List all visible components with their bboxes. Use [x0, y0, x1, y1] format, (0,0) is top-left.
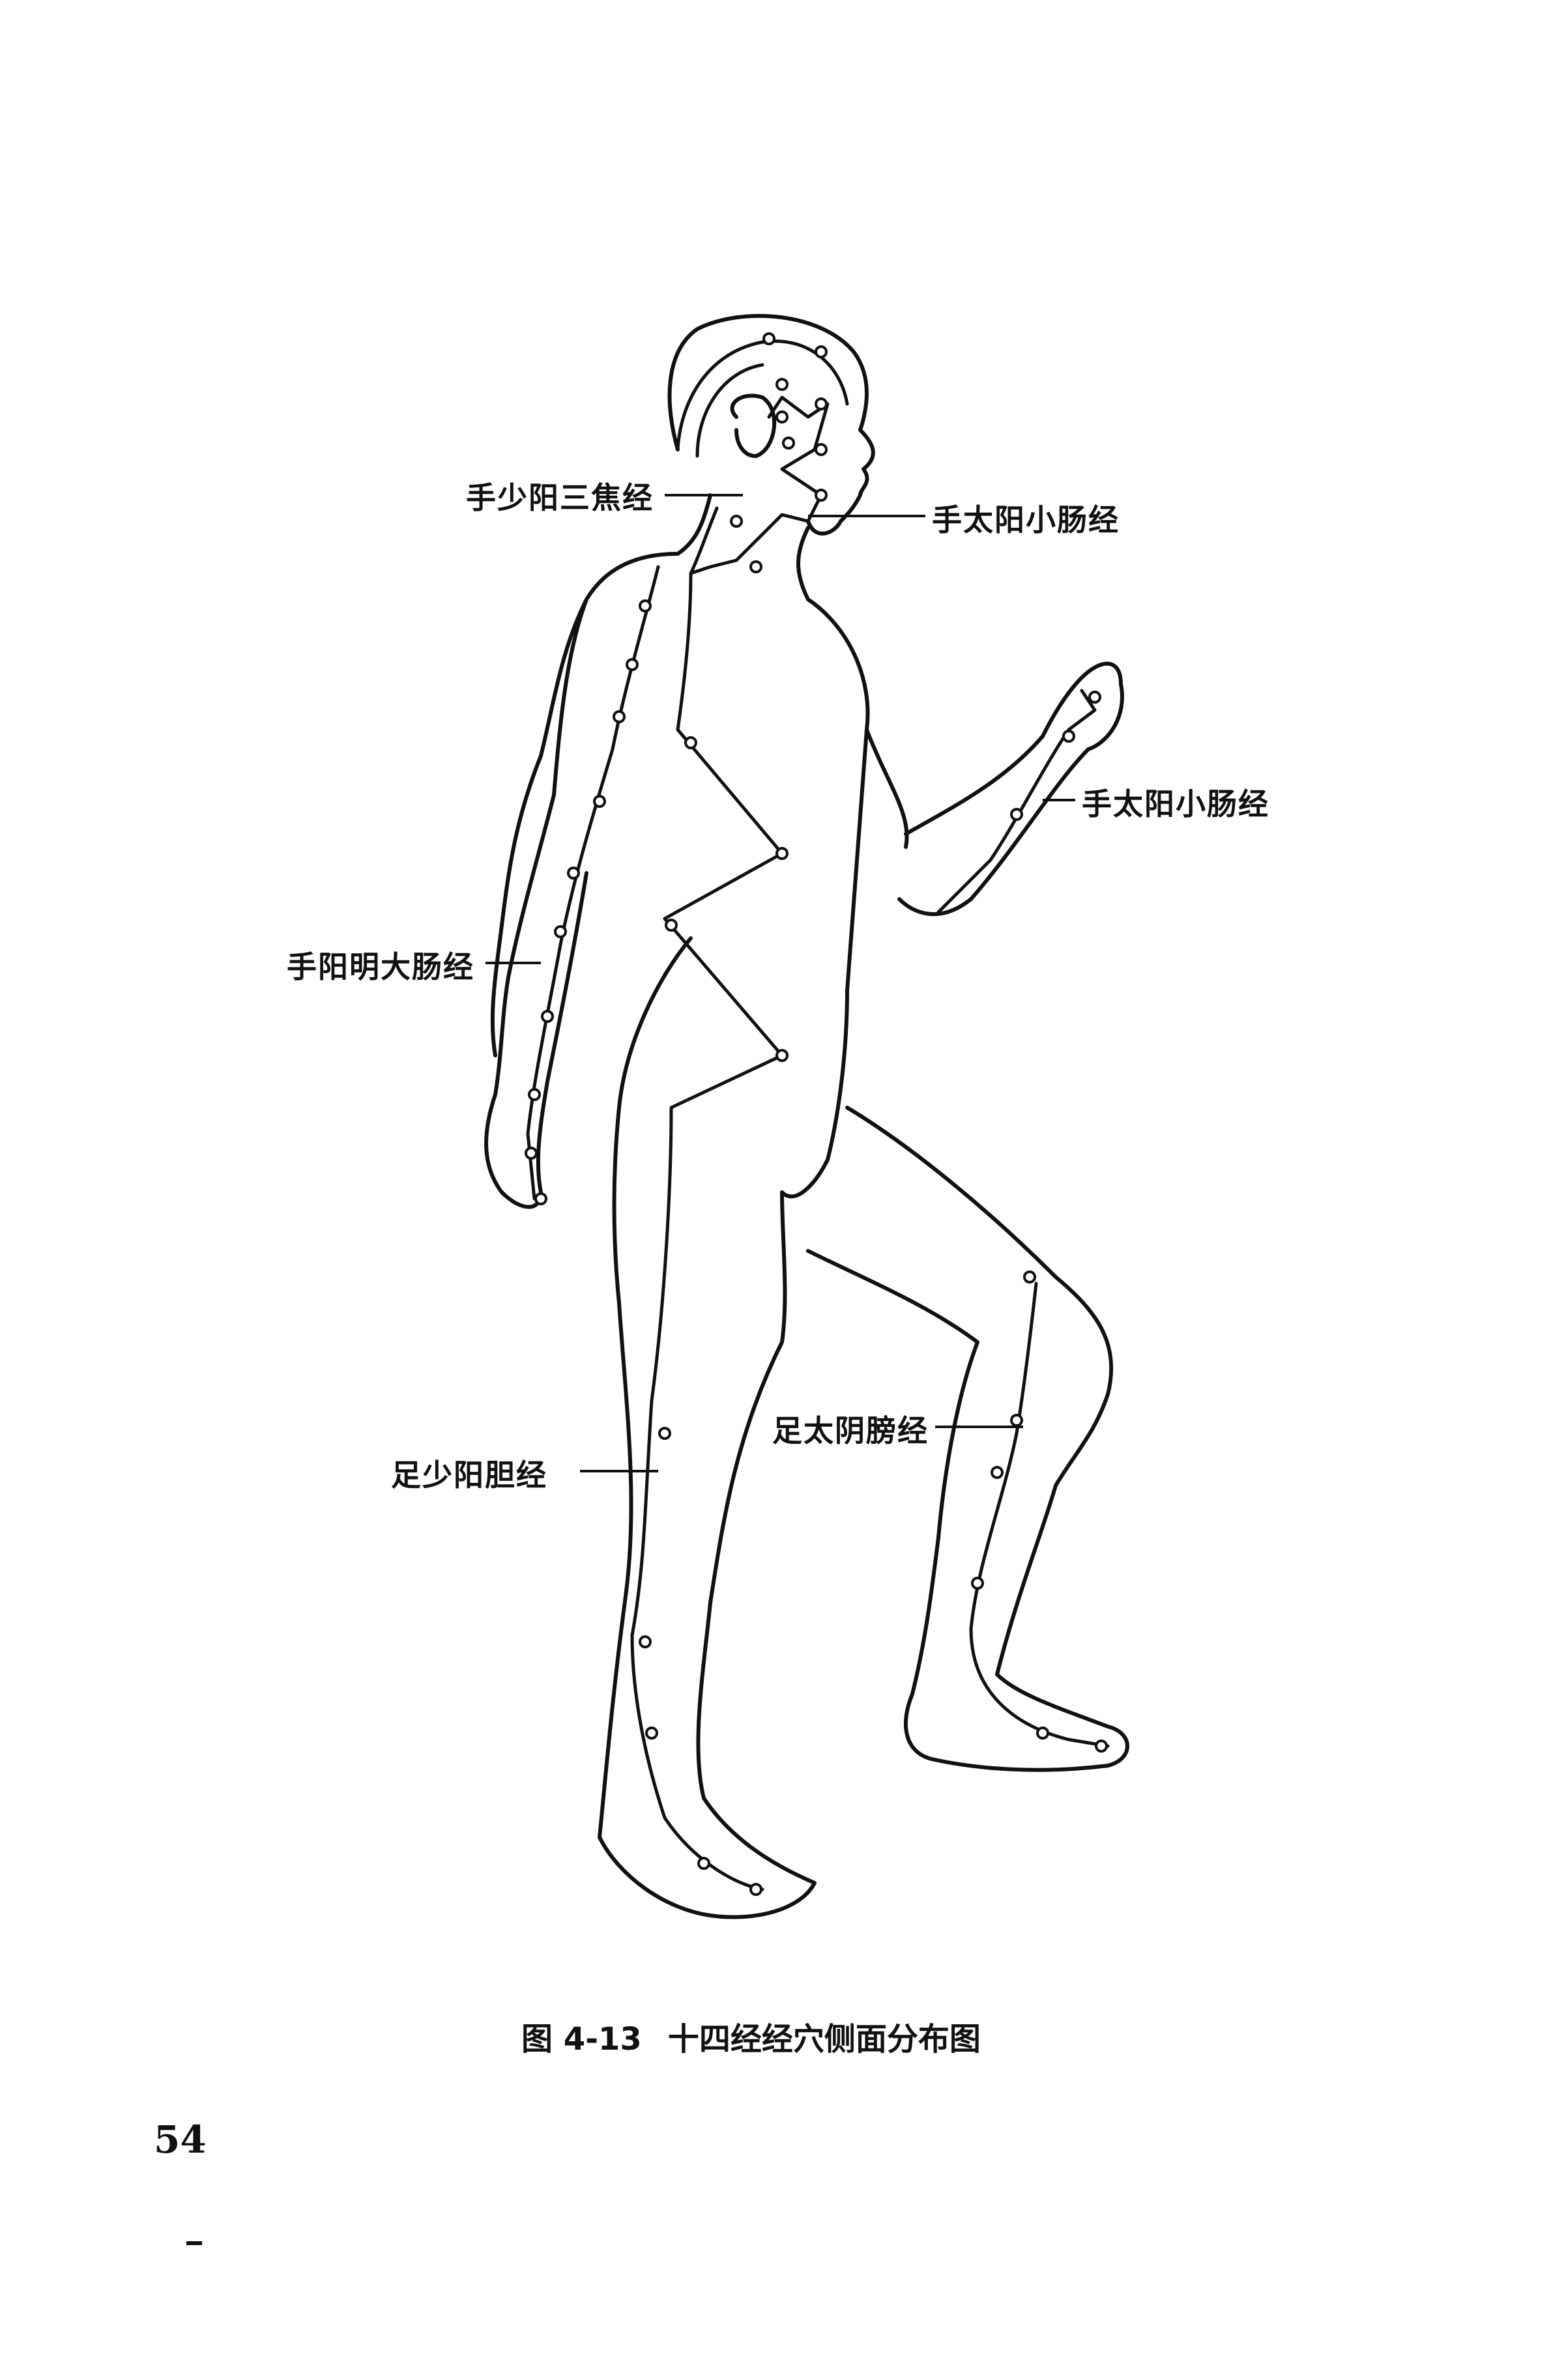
acupoint: [665, 919, 678, 932]
figure-number: 图 4-13: [521, 2021, 642, 2057]
acupoint: [554, 925, 567, 938]
acupoint: [815, 489, 828, 502]
acupoint: [567, 867, 580, 880]
label-gallbladder-meridian: 足少阳胆经: [391, 1457, 547, 1493]
bladder-meridian: [969, 1282, 1110, 1748]
figure-title: 十四经经穴侧面分布图: [667, 2021, 981, 2057]
acupoint: [541, 1010, 554, 1023]
meridian-lines: [526, 339, 1110, 1891]
gallbladder-meridian: [630, 571, 784, 1891]
acupoint: [815, 345, 828, 358]
acupoint: [762, 332, 775, 345]
label-san-jiao-meridian: 手少阳三焦经: [466, 480, 654, 515]
acupoint: [1023, 1270, 1036, 1283]
acupoint: [645, 1727, 658, 1740]
acupoint: [639, 599, 652, 612]
label-small-intestine-head: 手太阳小肠经: [932, 502, 1120, 538]
acupoint: [782, 437, 795, 450]
acupoint: [593, 795, 606, 808]
figure-caption: 图 4-13 十四经经穴侧面分布图: [521, 2013, 1007, 2059]
footer-dash: [186, 2241, 202, 2245]
acupoint: [1010, 808, 1023, 821]
acupoint: [525, 1147, 538, 1160]
acupoint: [626, 658, 639, 671]
acupoint: [730, 515, 743, 528]
acupoint: [749, 1883, 762, 1896]
acupoint: [815, 443, 828, 456]
acupoint: [613, 710, 626, 723]
label-bladder-meridian: 足太阴膀经: [772, 1413, 929, 1448]
acupoint: [775, 410, 789, 423]
page-number: 54: [154, 2117, 207, 2162]
acupoint: [815, 397, 828, 410]
acupoint: [1036, 1727, 1049, 1740]
small-intestine-head-meridian: [689, 395, 830, 575]
large-intestine-meridian: [526, 565, 660, 1201]
label-large-intestine-meridian: 手阳明大肠经: [287, 949, 474, 984]
body-outline: [484, 313, 1129, 1919]
leader-lines: [485, 494, 1075, 1472]
acupoint: [684, 736, 697, 749]
acupoint: [528, 1088, 541, 1101]
acupoint: [639, 1635, 652, 1648]
acupoint: [697, 1857, 710, 1870]
acupoint: [775, 378, 789, 391]
acupoint: [1062, 730, 1075, 743]
acupoint: [749, 560, 762, 573]
acupoint: [1088, 691, 1101, 704]
acupoint: [971, 1577, 984, 1590]
acupoints: [525, 332, 1108, 1896]
acupoint: [658, 1427, 671, 1440]
acupoint: [775, 847, 789, 860]
acupoint: [991, 1466, 1004, 1479]
acupoint: [1010, 1414, 1023, 1427]
acupoint: [534, 1192, 547, 1205]
label-small-intestine-arm: 手太阳小肠经: [1082, 786, 1269, 822]
acupoint: [1095, 1740, 1108, 1753]
san-jiao-meridian: [676, 339, 849, 575]
acupoint: [775, 1049, 789, 1062]
